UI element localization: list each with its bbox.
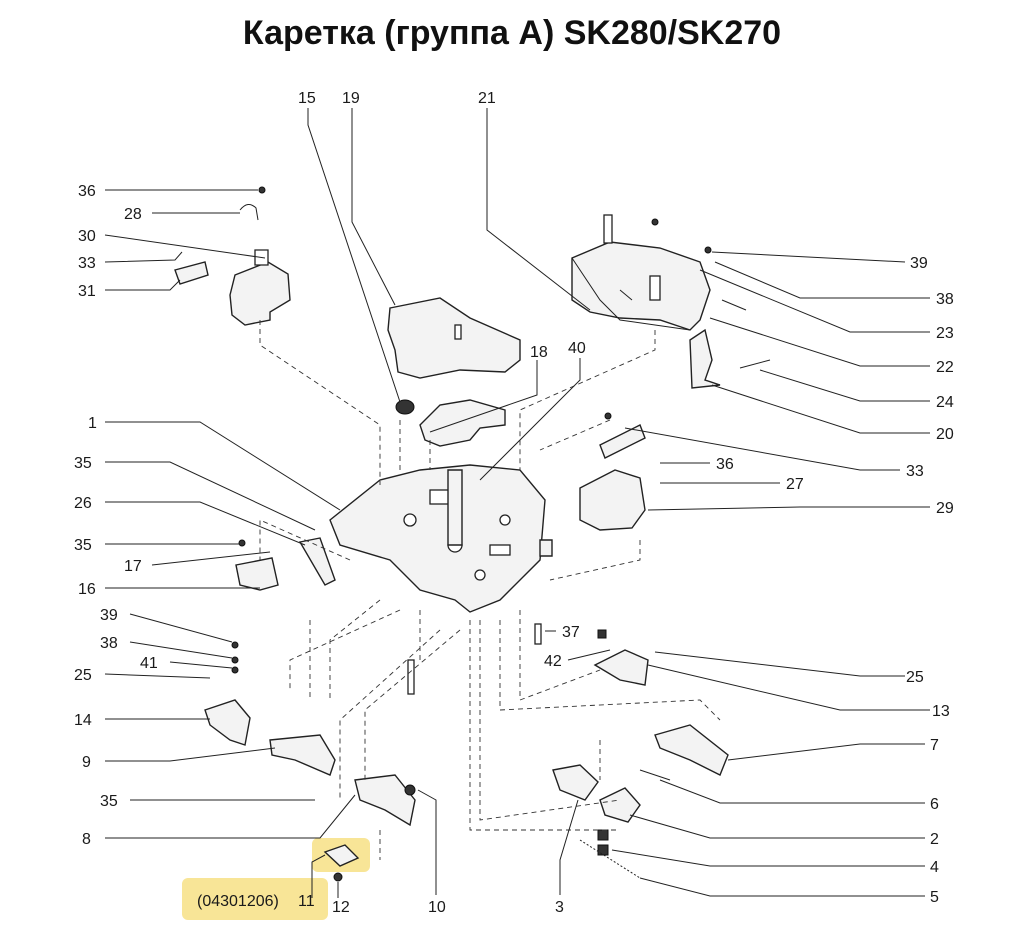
callout-19: 19 [342, 90, 360, 107]
callout-25: 25 [74, 667, 92, 684]
callout-22: 22 [936, 359, 954, 376]
callout-10: 10 [428, 899, 446, 916]
callout-30: 30 [78, 228, 96, 245]
parts-artwork [174, 186, 771, 882]
callout-13: 13 [932, 703, 950, 720]
alignment-lines [259, 320, 721, 860]
callout-20: 20 [936, 426, 954, 443]
callout-33: 33 [78, 255, 96, 272]
callout-38: 38 [936, 291, 954, 308]
callout-42: 42 [544, 653, 562, 670]
callout-36: 36 [716, 456, 734, 473]
callout-29: 29 [936, 500, 954, 517]
callout-21: 21 [478, 90, 496, 107]
callout-38: 38 [100, 635, 118, 652]
callout-35: 35 [74, 537, 92, 554]
callout-4: 4 [930, 859, 939, 876]
callout-25: 25 [906, 669, 924, 686]
callout-35: 35 [100, 793, 118, 810]
callout-28: 28 [124, 206, 142, 223]
callout-16: 16 [78, 581, 96, 598]
callout-3: 3 [555, 899, 564, 916]
diagram-title: Каретка (группа А) SK280/SK270 [242, 14, 782, 52]
highlight-box-11 [182, 878, 328, 920]
callout-7: 7 [930, 737, 939, 754]
callout-11: 11 [298, 893, 315, 910]
callout-2: 2 [930, 831, 939, 848]
callout-15: 15 [298, 90, 316, 107]
callout-27: 27 [786, 476, 804, 493]
callout-1: 1 [88, 415, 97, 432]
callout-31: 31 [78, 283, 96, 300]
callout-9: 9 [82, 754, 91, 771]
callout-24: 24 [936, 394, 954, 411]
callout-37: 37 [562, 624, 580, 641]
callout-39: 39 [100, 607, 118, 624]
callout-35: 35 [74, 455, 92, 472]
callout-14: 14 [74, 712, 92, 729]
callout-33: 33 [906, 463, 924, 480]
callout-41: 41 [140, 655, 158, 672]
callout-labels: 15 19 21 36 28 30 33 31 39 38 23 22 24 2… [74, 90, 954, 916]
callout-12: 12 [332, 899, 350, 916]
callout-18: 18 [530, 344, 548, 361]
callout-26: 26 [74, 495, 92, 512]
callout-6: 6 [930, 796, 939, 813]
leader-lines [104, 108, 930, 898]
callout-23: 23 [936, 325, 954, 342]
callout-40: 40 [568, 340, 586, 357]
callout-17: 17 [124, 558, 142, 575]
callout-8: 8 [82, 831, 91, 848]
callout-5: 5 [930, 889, 939, 906]
callout-36: 36 [78, 183, 96, 200]
callout-39: 39 [910, 255, 928, 272]
highlight-part-code: (04301206) [197, 893, 279, 910]
